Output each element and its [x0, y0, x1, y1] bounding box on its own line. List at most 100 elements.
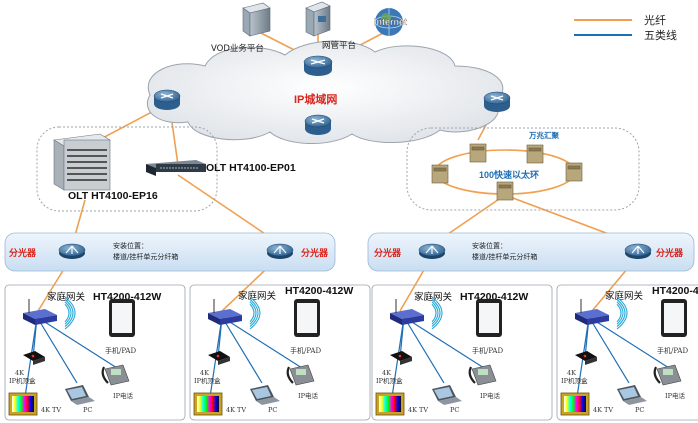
laptop-icon [617, 385, 647, 405]
stb-label: IP机顶盒 [9, 376, 36, 385]
right-install-detail: 楼道/挂杆单元分纤箱 [472, 252, 537, 261]
nms-platform: 网管平台 [305, 1, 356, 51]
vod-label: VOD业务平台 [211, 43, 264, 54]
legend: 光纤 五类线 [574, 13, 677, 42]
right-install-title: 安装位置： [472, 241, 507, 250]
router-left [153, 89, 181, 110]
home-unit-boundary [4, 284, 186, 421]
phone-pad-label: 手机/PAD [105, 346, 136, 355]
router-icon [153, 89, 181, 110]
stb-label: 4K [382, 369, 391, 377]
router-icon [304, 114, 332, 135]
gateway-label: 家庭网关 [47, 291, 86, 303]
home-unit-boundary [371, 284, 553, 421]
ip-metro-cloud: IP城域网 [147, 40, 504, 144]
switch-icon [565, 162, 583, 182]
pc-label: PC [83, 406, 92, 414]
router-core [303, 55, 333, 76]
splitter-icon [418, 243, 446, 259]
router-bottom [304, 114, 332, 135]
internet-label: Internet [374, 17, 407, 27]
stb-label: 4K [15, 369, 24, 377]
switch-icon [526, 144, 544, 164]
phone-pad-label: 手机/PAD [657, 346, 688, 355]
left-splitter-band: 分光器 分光器 安装位置： 楼道/挂杆单元分纤箱 [4, 232, 336, 272]
tv-label: 4K TV [408, 406, 428, 414]
pc-label: PC [450, 406, 459, 414]
gateway-icon [23, 299, 57, 325]
right-splitter-band: 分光器 分光器 安装位置： 楼道/挂杆单元分纤箱 [367, 232, 695, 272]
laptop-icon [432, 385, 462, 405]
home-unit-boundary [556, 284, 698, 421]
tablet-icon [109, 299, 135, 337]
splitter-icon [624, 243, 652, 259]
stb-label: IP机顶盒 [561, 376, 588, 385]
gateway-model-label: HT4200-412W [652, 285, 698, 297]
vod-platform: VOD业务平台 [211, 2, 271, 54]
nms-label: 网管平台 [322, 40, 356, 51]
right-ring-boundary [406, 127, 640, 211]
tablet-icon [476, 299, 502, 337]
wifi-waves [64, 296, 76, 330]
gateway-label: 家庭网关 [414, 291, 453, 303]
switch-icon [146, 160, 206, 176]
gateway-icon [575, 299, 609, 325]
tv-icon [375, 392, 405, 416]
wifi-waves [249, 296, 261, 330]
ipphone-label: IP电话 [298, 391, 318, 400]
phone-pad-label: 手机/PAD [290, 346, 321, 355]
phone-pad-label: 手机/PAD [472, 346, 503, 355]
gateway-label: 家庭网关 [605, 290, 644, 302]
tablet-icon [661, 299, 687, 337]
left-olt-boundary [36, 126, 218, 212]
olt-ep01-label: OLT HT4100-EP01 [206, 162, 296, 174]
set-top-box-icon [23, 351, 45, 365]
wifi-waves [616, 296, 628, 330]
pc-label: PC [268, 406, 277, 414]
ipphone-label: IP电话 [113, 391, 133, 400]
tv-icon [560, 392, 590, 416]
tv-icon [8, 392, 38, 416]
left-olt-group: OLT HT4100-EP16 OLT HT4100-EP01 [36, 126, 296, 212]
home-unit-boundary [189, 284, 371, 421]
ip-phone-icon [653, 364, 682, 386]
splitter-icon [58, 243, 86, 259]
stb-label: IP机顶盒 [194, 376, 221, 385]
router-right [483, 91, 511, 112]
ring-switches [431, 143, 583, 201]
splitters [58, 243, 652, 259]
ipphone-label: IP电话 [480, 391, 500, 400]
wifi-waves [431, 296, 443, 330]
router-icon [483, 91, 511, 112]
set-top-box-icon [208, 351, 230, 365]
laptop-icon [65, 385, 95, 405]
olt-ep16-label: OLT HT4100-EP16 [68, 190, 158, 202]
stb-label: 4K [200, 369, 209, 377]
legend-cat5-label: 五类线 [644, 28, 677, 42]
server-icon [305, 1, 331, 37]
stb-label: 4K [567, 369, 576, 377]
ip-phone-icon [468, 364, 497, 386]
left-splitter-label-1: 分光器 [9, 247, 37, 258]
ip-phone-icon [286, 364, 315, 386]
internet-node: Internet [374, 8, 407, 36]
set-top-box-icon [575, 351, 597, 365]
splitter-icon [266, 243, 294, 259]
gateway-icon [390, 299, 424, 325]
tv-icon [193, 392, 223, 416]
globe-icon [374, 8, 404, 36]
switch-icon [496, 181, 514, 201]
agg-label: 万兆汇聚 [528, 130, 559, 140]
switch-icon [431, 164, 449, 184]
set-top-box-icon [390, 351, 412, 365]
gateway-icon [208, 299, 242, 325]
gateway-label: 家庭网关 [238, 290, 277, 302]
gateway-model-label: HT4200-412W [285, 285, 353, 297]
olt-chassis-icon [53, 133, 111, 191]
tv-label: 4K TV [226, 406, 246, 414]
server-icon [242, 2, 271, 37]
switch-icon [469, 143, 487, 163]
